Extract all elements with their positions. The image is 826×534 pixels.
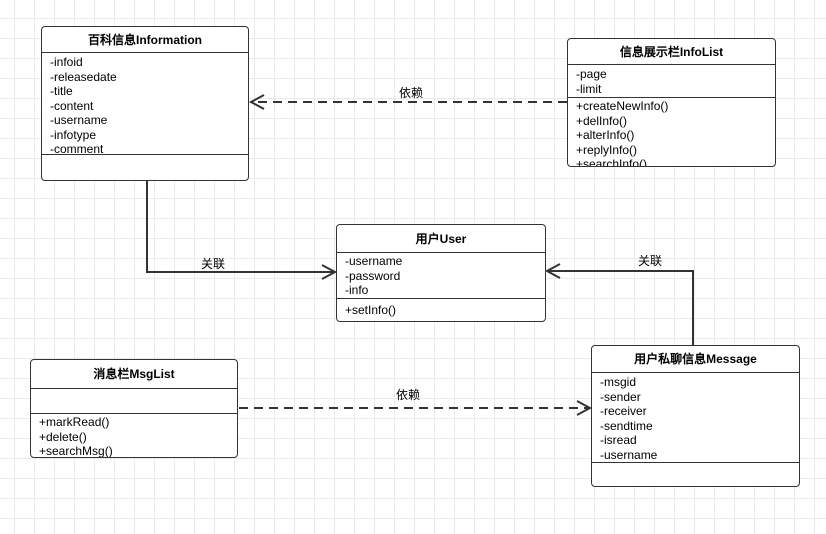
- class-attribute: -username: [345, 254, 403, 268]
- class-attribute: -infoid: [50, 55, 83, 69]
- class-attribute: -infotype: [50, 127, 97, 142]
- class-method: +setInfo(): [345, 303, 397, 317]
- dependency-infolist-information: [248, 94, 567, 110]
- class-infolist-methods: +createNewInfo()+delInfo()+alterInfo()+r…: [568, 98, 775, 167]
- label-association-information-user: 关联: [201, 257, 226, 271]
- class-message-title: 用户私聊信息Message: [592, 346, 799, 373]
- class-attribute: -sendtime: [600, 418, 653, 433]
- class-user-title: 用户User: [337, 225, 545, 253]
- class-infolist[interactable]: 信息展示栏InfoList -page-limit +createNewInfo…: [567, 38, 776, 167]
- class-attribute: -msgid: [600, 375, 637, 389]
- label-dependency-infolist-information: 依赖: [399, 86, 424, 100]
- class-method: +searchInfo(): [576, 157, 648, 167]
- class-user-attributes: -username-password-info: [337, 253, 545, 299]
- association-message-user: [544, 263, 694, 345]
- class-msglist-attributes: [31, 389, 237, 414]
- class-infolist-attributes: -page-limit: [568, 65, 775, 98]
- class-user[interactable]: 用户User -username-password-info +setInfo(…: [336, 224, 546, 322]
- class-attribute: -limit: [576, 81, 602, 96]
- class-attribute: -comment: [50, 142, 104, 156]
- class-msglist[interactable]: 消息栏MsgList +markRead()+delete()+searchMs…: [30, 359, 238, 458]
- class-attribute: -releasedate: [50, 69, 117, 84]
- class-attribute: -page: [576, 67, 607, 81]
- class-message-methods: [592, 463, 799, 469]
- class-attribute: -receiver: [600, 404, 647, 418]
- class-msglist-methods: +markRead()+delete()+searchMsg(): [31, 414, 237, 458]
- class-attribute: -info: [345, 283, 369, 297]
- class-attribute: -username: [600, 447, 658, 462]
- class-message-attributes: -msgid-sender-receiver-sendtime-isread-u…: [592, 373, 799, 463]
- class-method: +delInfo(): [576, 113, 628, 128]
- class-attribute: -password: [345, 268, 401, 283]
- class-method: +replyInfo(): [576, 142, 638, 157]
- class-attribute: -title: [50, 84, 73, 98]
- class-attribute: -sender: [600, 389, 641, 404]
- class-attribute: -username: [50, 113, 108, 127]
- class-infolist-title: 信息展示栏InfoList: [568, 39, 775, 65]
- class-method: +delete(): [39, 429, 87, 444]
- label-association-message-user: 关联: [638, 254, 663, 268]
- class-information-attributes: -infoid-releasedate-title-content-userna…: [42, 53, 248, 156]
- class-method: +markRead(): [39, 415, 110, 429]
- class-method: +searchMsg(): [39, 444, 113, 458]
- label-dependency-msglist-message: 依赖: [396, 388, 421, 402]
- class-information[interactable]: 百科信息Information -infoid-releasedate-titl…: [41, 26, 249, 181]
- dependency-msglist-message: [239, 400, 593, 416]
- class-information-title: 百科信息Information: [42, 27, 248, 53]
- class-attribute: -content: [50, 98, 94, 113]
- class-method: +alterInfo(): [576, 128, 635, 142]
- class-user-methods: +setInfo(): [337, 299, 545, 321]
- class-message[interactable]: 用户私聊信息Message -msgid-sender-receiver-sen…: [591, 345, 800, 487]
- association-information-user: [146, 181, 338, 280]
- class-attribute: -isread: [600, 433, 637, 447]
- class-msglist-title: 消息栏MsgList: [31, 360, 237, 389]
- class-method: +createNewInfo(): [576, 99, 669, 113]
